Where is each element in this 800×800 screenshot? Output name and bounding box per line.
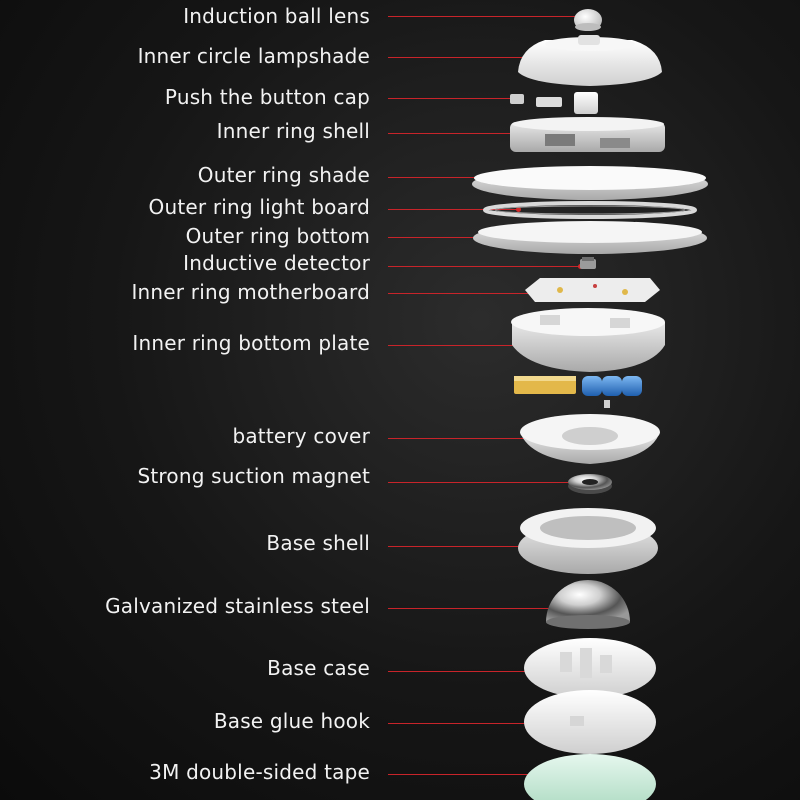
label-battery-cover: battery cover (232, 424, 370, 448)
inner-ring-shell-part (510, 117, 665, 152)
induction-ball-lens-part (574, 9, 602, 31)
label-inner-ring-bottom-plate: Inner ring bottom plate (132, 331, 370, 355)
battery-pack-part (514, 376, 642, 408)
base-shell-part (518, 508, 658, 574)
base-case-part (524, 638, 656, 698)
label-outer-ring-bottom: Outer ring bottom (185, 224, 370, 248)
outer-ring-light-board-part (483, 201, 697, 219)
inner-ring-bottom-plate-part (511, 308, 665, 372)
inner-ring-motherboard-part (525, 278, 660, 302)
leader-line-outer-ring-light-board (388, 207, 521, 212)
label-inner-circle-lampshade: Inner circle lampshade (137, 44, 370, 68)
outer-ring-shade-part (472, 166, 708, 200)
label-3m-double-sided-tape: 3M double-sided tape (149, 760, 370, 784)
label-base-case: Base case (267, 656, 370, 680)
label-outer-ring-shade: Outer ring shade (197, 163, 370, 187)
label-outer-ring-light-board: Outer ring light board (148, 195, 370, 219)
inductive-detector-part (580, 257, 596, 269)
galvanized-stainless-steel-part (546, 580, 630, 629)
outer-ring-bottom-part (473, 221, 707, 254)
push-button-cap-part (510, 92, 598, 114)
label-inner-ring-shell: Inner ring shell (216, 119, 370, 143)
label-strong-suction-magnet: Strong suction magnet (137, 464, 370, 488)
label-push-button-cap: Push the button cap (164, 85, 370, 109)
label-base-glue-hook: Base glue hook (213, 709, 370, 733)
battery-cover-part (520, 414, 660, 464)
label-base-shell: Base shell (266, 531, 370, 555)
label-galvanized-stainless-steel: Galvanized stainless steel (105, 594, 370, 618)
label-inductive-detector: Inductive detector (183, 251, 370, 275)
inner-circle-lampshade-part (518, 35, 662, 86)
label-induction-ball-lens: Induction ball lens (183, 4, 370, 28)
label-inner-ring-motherboard: Inner ring motherboard (131, 280, 370, 304)
base-glue-hook-part (524, 690, 656, 754)
strong-suction-magnet-part (568, 474, 612, 494)
3m-double-sided-tape-part (524, 754, 656, 800)
